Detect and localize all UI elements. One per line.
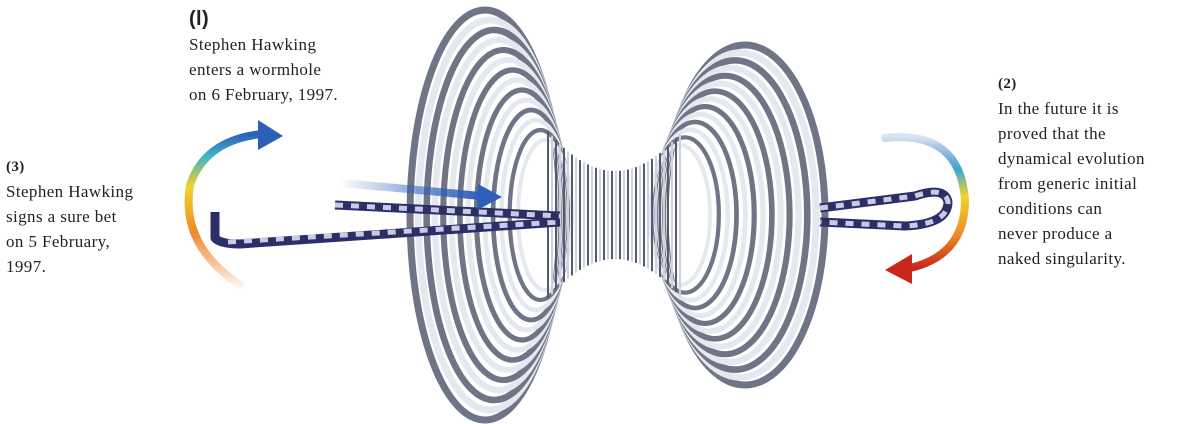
right-cycle-arrow: [885, 137, 965, 284]
left-cycle-arrow: [189, 120, 283, 285]
step-1-line: enters a wormhole: [189, 57, 338, 82]
step-3-number: (3): [6, 155, 133, 179]
step-2-line: dynamical evolution: [998, 146, 1145, 171]
step-2-line: conditions can: [998, 196, 1145, 221]
step-3-line: 1997.: [6, 254, 133, 279]
step-3-line: signs a sure bet: [6, 204, 133, 229]
annotation-step-1: (l) Stephen Hawking enters a wormhole on…: [189, 6, 338, 107]
step-3-line: Stephen Hawking: [6, 179, 133, 204]
step-2-line: never produce a: [998, 221, 1145, 246]
step-2-line: In the future it is: [998, 96, 1145, 121]
entry-arrow-head: [477, 184, 502, 210]
step-2-number: (2): [998, 72, 1145, 96]
step-2-line: proved that the: [998, 121, 1145, 146]
step-1-line: Stephen Hawking: [189, 32, 338, 57]
step-2-line: naked singularity.: [998, 246, 1145, 271]
step-2-line: from generic initial: [998, 171, 1145, 196]
step-1-number: (l): [189, 6, 338, 32]
right-cycle-arrow-head: [885, 254, 912, 284]
step-3-line: on 5 February,: [6, 229, 133, 254]
wormhole-throat: [548, 131, 680, 299]
annotation-step-3: (3) Stephen Hawking signs a sure bet on …: [6, 155, 133, 279]
world-line: [215, 192, 948, 244]
annotation-step-2: (2) In the future it is proved that the …: [998, 72, 1145, 271]
left-cycle-arrow-head: [258, 120, 283, 150]
step-1-line: on 6 February, 1997.: [189, 82, 338, 107]
